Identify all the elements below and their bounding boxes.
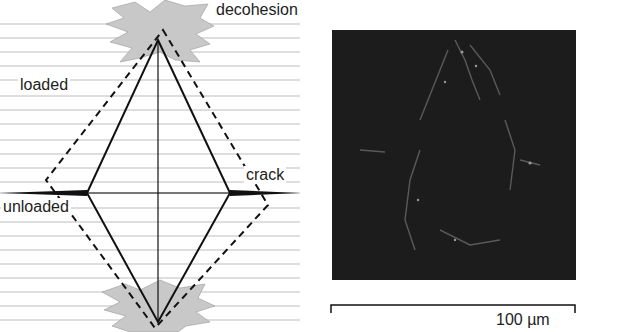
loaded-indent: [46, 30, 268, 328]
unloaded-indent: [87, 40, 230, 322]
feature-label: crack: [244, 166, 286, 184]
layer-lines: [0, 24, 300, 320]
state-label: loaded: [18, 76, 70, 94]
state-label: unloaded: [1, 198, 71, 216]
decohesion-zone: [106, 0, 214, 62]
zone-label: decohesion: [214, 1, 300, 19]
indent-diagonal: [157, 40, 158, 322]
crack: [230, 190, 300, 196]
micrograph: [332, 30, 576, 280]
scale-label: 100 µm: [494, 311, 552, 329]
crack: [0, 190, 87, 196]
